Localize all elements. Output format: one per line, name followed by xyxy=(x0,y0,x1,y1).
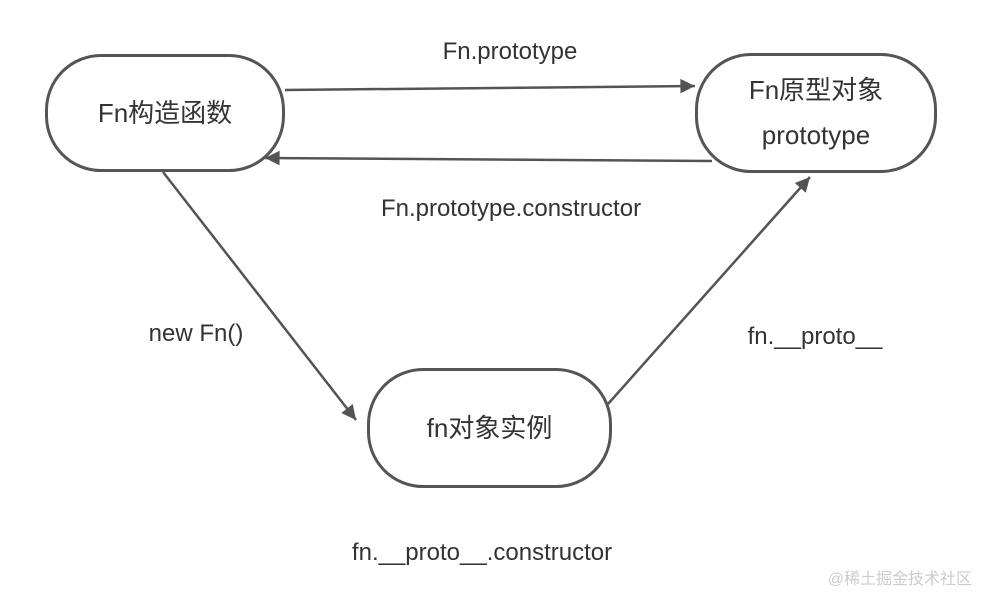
edge-label-new-fn: new Fn() xyxy=(148,320,244,347)
arrow-fn-proto xyxy=(607,176,811,405)
arrow-fn-prototype-constructor xyxy=(264,150,713,166)
node-fn-prototype-object-line1: Fn原型对象 xyxy=(748,75,884,105)
arrow-new-fn xyxy=(162,171,357,421)
node-fn-constructor: Fn构造函数 xyxy=(45,54,285,172)
node-fn-instance: fn对象实例 xyxy=(367,368,612,488)
node-fn-constructor-label: Fn构造函数 xyxy=(97,97,233,128)
node-fn-instance-label: fn对象实例 xyxy=(426,412,553,443)
edge-label-fn-prototype-constructor: Fn.prototype.constructor xyxy=(380,195,642,222)
arrow-fn-prototype xyxy=(284,78,696,94)
watermark: @稀土掘金技术社区 xyxy=(827,571,972,588)
node-fn-prototype-object-line2: prototype xyxy=(761,120,871,150)
node-fn-prototype-object: Fn原型对象 prototype xyxy=(695,53,937,173)
edge-label-fn-prototype: Fn.prototype xyxy=(442,38,578,65)
edge-label-fn-proto-constructor: fn.__proto__.constructor xyxy=(351,539,613,566)
edge-label-fn-proto: fn.__proto__ xyxy=(747,323,883,350)
